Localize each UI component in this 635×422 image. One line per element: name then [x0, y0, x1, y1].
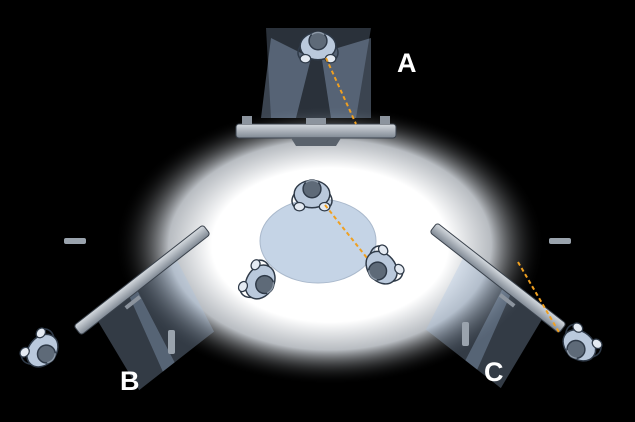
station-a	[235, 28, 397, 146]
station-label-c: C	[484, 357, 504, 387]
speaker-b-top	[64, 238, 86, 244]
user-b	[15, 323, 67, 376]
station-b	[74, 225, 215, 391]
station-label-b: B	[120, 366, 140, 396]
central-table	[259, 198, 377, 284]
gaze-line-a	[325, 57, 357, 125]
speaker-c-side	[462, 322, 469, 346]
station-c	[425, 223, 566, 389]
gaze-line-center	[324, 204, 368, 259]
station-label-a: A	[397, 48, 417, 78]
speaker-c-top	[549, 238, 571, 244]
speaker-b-side	[168, 330, 175, 354]
